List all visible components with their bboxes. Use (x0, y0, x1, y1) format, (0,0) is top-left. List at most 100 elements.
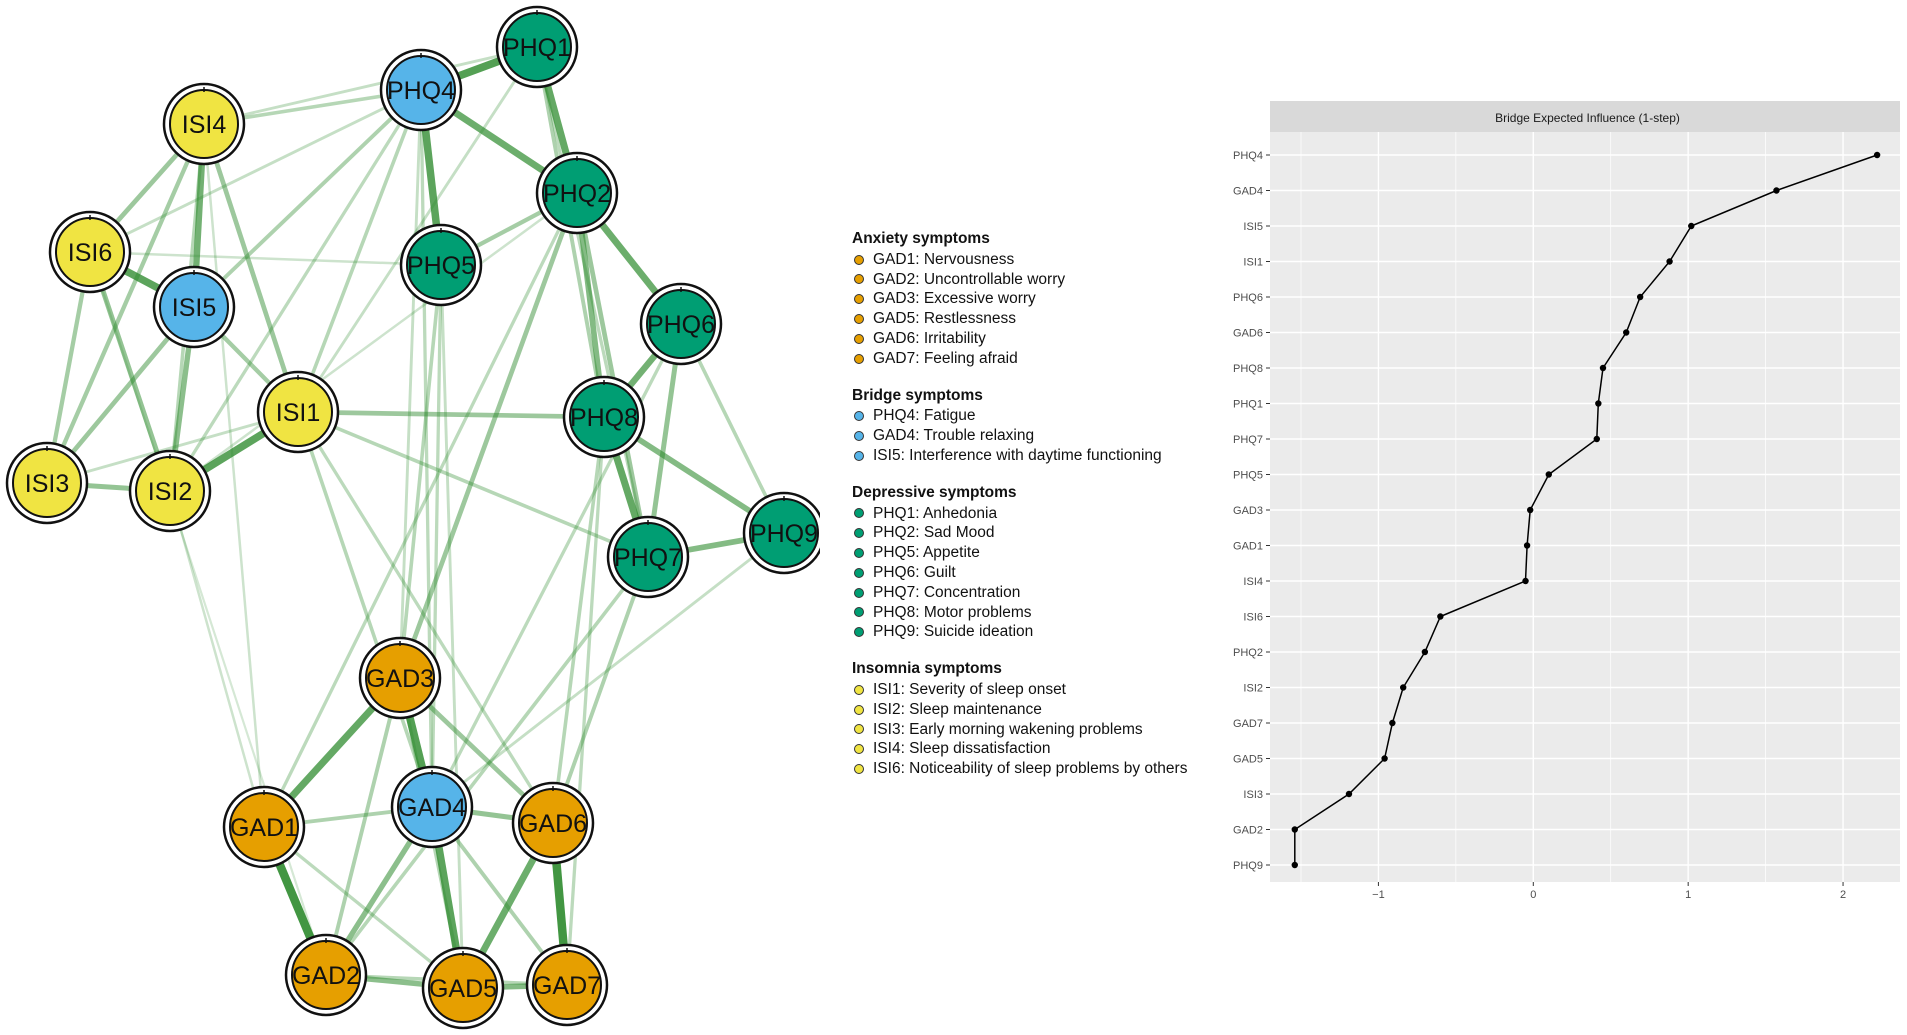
legend-item: GAD6: Irritability (852, 329, 1232, 349)
legend-swatch (854, 627, 864, 638)
edge-PHQ2-ISI2 (168, 191, 579, 493)
data-point-ISI3 (1345, 790, 1353, 798)
legend-item: ISI3: Early morning wakening problems (852, 720, 1232, 740)
node-PHQ7: PHQ7 (606, 515, 690, 599)
legend-item: GAD4: Trouble relaxing (852, 426, 1232, 446)
legend-item-label: PHQ5: Appetite (873, 544, 980, 562)
edge-PHQ4-GAD3 (398, 88, 423, 680)
node-GAD3: GAD3 (358, 636, 442, 720)
y-tick-label: GAD2 (1233, 825, 1263, 837)
legend-item: PHQ4: Fatigue (852, 406, 1232, 426)
legend-item-label: GAD1: Nervousness (873, 250, 1015, 268)
legend-swatch (854, 431, 864, 442)
edge-PHQ4-ISI2 (168, 88, 423, 493)
edge-PHQ1-ISI1 (296, 45, 539, 414)
node-GAD4: GAD4 (390, 765, 474, 849)
node-PHQ9: PHQ9 (742, 491, 820, 575)
node-label: ISI6 (68, 239, 112, 267)
edge-ISI1-GAD4 (296, 410, 434, 809)
legend-swatch (854, 508, 864, 519)
edge-PHQ5-ISI6 (88, 250, 443, 267)
legend-swatch (854, 254, 864, 265)
node-ISI6: ISI6 (48, 210, 132, 294)
node-label: GAD5 (429, 975, 497, 1003)
edge-ISI4-ISI3 (44, 121, 207, 486)
legend-item: ISI1: Severity of sleep onset (852, 680, 1232, 700)
legend-swatch (854, 567, 864, 578)
y-tick-label: GAD4 (1233, 186, 1263, 198)
legend-swatch (854, 450, 864, 461)
legend-swatch (854, 607, 864, 618)
node-label: GAD6 (519, 810, 587, 838)
data-point-PHQ1 (1595, 400, 1602, 407)
edge-PHQ8-GAD7 (565, 415, 606, 987)
edge-ISI4-GAD1 (202, 122, 266, 829)
legend-item: ISI6: Noticeability of sleep problems by… (852, 759, 1232, 779)
legend-swatch (854, 294, 864, 305)
legend-swatch (854, 548, 864, 559)
network-nodes: PHQ1PHQ2PHQ4PHQ5PHQ6PHQ8PHQ7PHQ9ISI4ISI6… (5, 5, 820, 1030)
legend-swatch (854, 684, 864, 695)
node-label: ISI5 (172, 294, 216, 322)
node-label: GAD2 (292, 962, 360, 990)
y-tick-label: PHQ2 (1233, 647, 1263, 659)
data-point-PHQ9 (1291, 861, 1298, 869)
x-tick-label: −1 (1372, 889, 1385, 901)
legend-item-label: GAD7: Feeling afraid (873, 349, 1018, 367)
legend-item: PHQ6: Guilt (852, 563, 1232, 583)
y-tick-label: ISI6 (1243, 612, 1263, 624)
node-label: PHQ8 (570, 404, 638, 432)
node-label: PHQ4 (387, 77, 455, 105)
node-ISI4: ISI4 (162, 82, 246, 166)
y-tick-label: PHQ8 (1233, 363, 1263, 375)
legend-item-label: PHQ4: Fatigue (873, 407, 976, 425)
data-point-GAD1 (1523, 542, 1531, 549)
data-point-GAD2 (1291, 826, 1298, 833)
legend-item: GAD3: Excessive worry (852, 289, 1232, 309)
y-tick-label: GAD3 (1233, 505, 1263, 517)
data-point-ISI4 (1522, 577, 1529, 585)
legend-item: GAD7: Feeling afraid (852, 349, 1232, 369)
y-tick-label: ISI5 (1243, 221, 1263, 233)
node-GAD6: GAD6 (511, 781, 595, 865)
edge-PHQ4-ISI5 (192, 88, 423, 309)
edge-PHQ5-GAD5 (439, 263, 465, 990)
edge-PHQ2-PHQ7 (574, 190, 651, 560)
legend-group-title: Bridge symptoms (852, 386, 983, 404)
legend-item-label: PHQ7: Concentration (873, 583, 1021, 601)
edge-ISI1-PHQ8 (295, 409, 607, 420)
legend-swatch (854, 333, 864, 344)
y-tick-label: GAD6 (1233, 328, 1263, 340)
node-PHQ5: PHQ5 (399, 223, 483, 307)
y-tick-label: PHQ4 (1233, 150, 1263, 162)
legend-item: GAD1: Nervousness (852, 250, 1232, 270)
legend-swatch (854, 411, 864, 422)
y-tick-label: PHQ9 (1233, 860, 1263, 872)
legend-swatch (854, 704, 864, 715)
data-point-ISI2 (1399, 684, 1407, 691)
legend-item-label: ISI6: Noticeability of sleep problems by… (873, 760, 1188, 778)
legend-item-label: PHQ8: Motor problems (873, 603, 1032, 621)
edge-PHQ5-GAD3 (398, 263, 443, 680)
legend-item-label: GAD3: Excessive worry (873, 290, 1036, 308)
edge-PHQ9-GAD4 (430, 531, 786, 809)
edge-PHQ5-GAD4 (430, 263, 443, 809)
edge-ISI1-GAD6 (296, 410, 555, 825)
facet-strip (1270, 101, 1900, 132)
data-point-ISI1 (1666, 258, 1673, 265)
data-point-GAD5 (1381, 755, 1388, 762)
chart-title: Bridge Expected Influence (1-step) (1495, 111, 1680, 125)
data-point-PHQ8 (1599, 364, 1607, 372)
edge-ISI3-ISI1 (45, 410, 300, 485)
node-label: PHQ6 (647, 311, 715, 339)
data-point-GAD4 (1773, 187, 1780, 194)
y-tick-label: PHQ5 (1233, 470, 1263, 482)
node-label: PHQ5 (407, 252, 475, 280)
data-point-GAD3 (1526, 506, 1534, 514)
node-ISI2: ISI2 (128, 449, 212, 533)
legend-item-label: ISI1: Severity of sleep onset (873, 680, 1066, 698)
legend-item-label: GAD4: Trouble relaxing (873, 427, 1035, 445)
